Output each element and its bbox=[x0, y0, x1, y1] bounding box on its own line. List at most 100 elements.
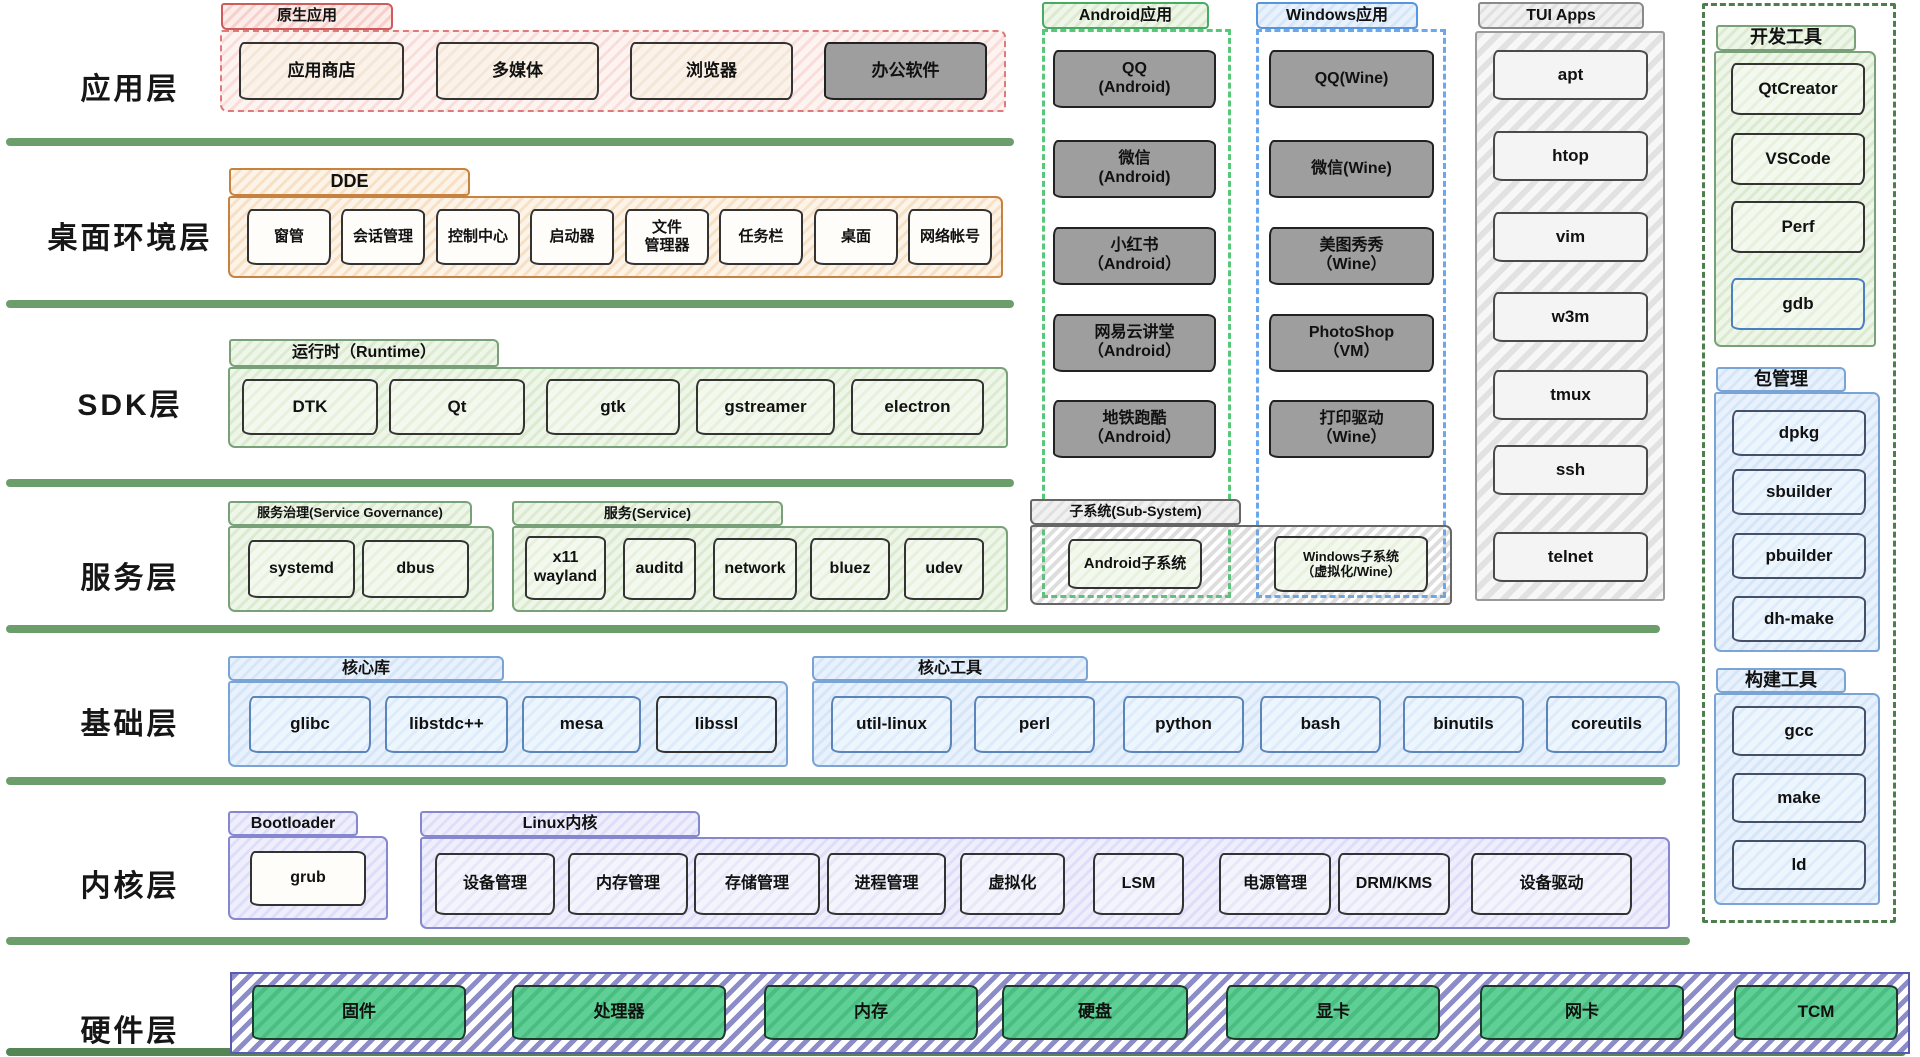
core-tool-item: binutils bbox=[1403, 696, 1524, 753]
hardware-item: 显卡 bbox=[1226, 985, 1440, 1040]
dde-item: 启动器 bbox=[530, 209, 614, 265]
runtime-item: gtk bbox=[546, 379, 680, 435]
layer-separator bbox=[6, 300, 1014, 308]
android-app-item: 地铁跑酷 （Android） bbox=[1053, 400, 1216, 458]
service-item: x11 wayland bbox=[525, 536, 606, 600]
hardware-item: 处理器 bbox=[512, 985, 726, 1040]
core-lib-item: libssl bbox=[656, 696, 777, 753]
kernel-item: 存储管理 bbox=[694, 853, 820, 915]
layer-separator bbox=[6, 625, 1660, 633]
core-tool-item: perl bbox=[974, 696, 1095, 753]
pkg-mgmt-item: dpkg bbox=[1732, 410, 1866, 456]
kernel-item: LSM bbox=[1093, 853, 1184, 915]
layer-separator bbox=[6, 937, 1690, 945]
tui-app-item: ssh bbox=[1493, 445, 1648, 495]
bootloader-item: grub bbox=[250, 851, 366, 906]
dev-tool-item: gdb bbox=[1731, 278, 1865, 330]
core-tools-title: 核心工具 bbox=[812, 656, 1088, 681]
core-tool-item: coreutils bbox=[1546, 696, 1667, 753]
kernel-item: DRM/KMS bbox=[1338, 853, 1450, 915]
layer-separator bbox=[6, 138, 1014, 146]
core-lib-item: glibc bbox=[249, 696, 371, 753]
bootloader-title: Bootloader bbox=[228, 811, 358, 836]
core-tools-group bbox=[812, 681, 1680, 767]
native-app-item: 办公软件 bbox=[824, 42, 987, 100]
dde-item: 桌面 bbox=[814, 209, 898, 265]
tui-app-item: htop bbox=[1493, 131, 1648, 181]
core-tool-item: util-linux bbox=[831, 696, 952, 753]
android-app-item: 网易云讲堂 （Android） bbox=[1053, 314, 1216, 372]
native-app-item: 浏览器 bbox=[630, 42, 793, 100]
build-tool-item: ld bbox=[1732, 840, 1866, 890]
service-item: network bbox=[713, 538, 797, 600]
service-governance-item: systemd bbox=[248, 540, 355, 598]
layer-separator bbox=[6, 479, 1014, 487]
dev-tool-item: QtCreator bbox=[1731, 63, 1865, 115]
tui-app-item: telnet bbox=[1493, 532, 1648, 582]
dde-item: 任务栏 bbox=[719, 209, 803, 265]
hardware-item: TCM bbox=[1734, 985, 1898, 1040]
tui-app-item: vim bbox=[1493, 212, 1648, 262]
core-tool-item: python bbox=[1123, 696, 1244, 753]
windows-apps-column bbox=[1256, 29, 1446, 598]
build-tools-title: 构建工具 bbox=[1716, 668, 1846, 693]
dde-title: DDE bbox=[229, 168, 470, 196]
subsystem-title: 子系统(Sub-System) bbox=[1030, 499, 1241, 525]
dev-tool-item: VSCode bbox=[1731, 133, 1865, 185]
runtime-item: gstreamer bbox=[696, 379, 835, 435]
tui-app-item: w3m bbox=[1493, 292, 1648, 342]
android-app-item: 微信 (Android) bbox=[1053, 140, 1216, 198]
dde-item: 文件 管理器 bbox=[625, 209, 709, 265]
service-item: bluez bbox=[810, 538, 890, 600]
layer-label-kernel: 内核层 bbox=[80, 870, 180, 903]
android-app-item: 小红书 （Android） bbox=[1053, 227, 1216, 285]
build-tool-item: gcc bbox=[1732, 706, 1866, 756]
dde-item: 窗管 bbox=[247, 209, 331, 265]
dde-item: 控制中心 bbox=[436, 209, 520, 265]
hardware-item: 硬盘 bbox=[1002, 985, 1188, 1040]
windows-app-item: 打印驱动 （Wine） bbox=[1269, 400, 1434, 458]
pkg-mgmt-item: dh-make bbox=[1732, 596, 1866, 642]
windows-app-item: QQ(Wine) bbox=[1269, 50, 1434, 108]
dev-tools-title: 开发工具 bbox=[1716, 25, 1856, 51]
build-tool-item: make bbox=[1732, 773, 1866, 823]
subsystem-item: Windows子系统 （虚拟化/Wine） bbox=[1274, 536, 1428, 592]
layer-label-service: 服务层 bbox=[80, 562, 180, 595]
service-item: udev bbox=[904, 538, 984, 600]
android-apps-title: Android应用 bbox=[1042, 2, 1209, 29]
hardware-item: 固件 bbox=[252, 985, 466, 1040]
tui-app-item: tmux bbox=[1493, 370, 1648, 420]
android-app-item: QQ (Android) bbox=[1053, 50, 1216, 108]
layer-label-app: 应用层 bbox=[80, 73, 180, 106]
hardware-item: 网卡 bbox=[1480, 985, 1684, 1040]
service-governance-item: dbus bbox=[362, 540, 469, 598]
pkg-mgmt-title: 包管理 bbox=[1716, 367, 1846, 392]
linux-kernel-title: Linux内核 bbox=[420, 811, 700, 837]
native-apps-title: 原生应用 bbox=[221, 3, 393, 30]
dde-item: 会话管理 bbox=[341, 209, 425, 265]
pkg-mgmt-item: sbuilder bbox=[1732, 469, 1866, 515]
dev-tool-item: Perf bbox=[1731, 201, 1865, 253]
runtime-item: electron bbox=[851, 379, 984, 435]
windows-apps-title: Windows应用 bbox=[1256, 2, 1418, 29]
kernel-item: 设备驱动 bbox=[1471, 853, 1632, 915]
core-tool-item: bash bbox=[1260, 696, 1381, 753]
windows-app-item: 美图秀秀 （Wine） bbox=[1269, 227, 1434, 285]
native-app-item: 应用商店 bbox=[239, 42, 404, 100]
service-item: auditd bbox=[623, 538, 696, 600]
layer-separator bbox=[6, 777, 1666, 785]
pkg-mgmt-item: pbuilder bbox=[1732, 533, 1866, 579]
tui-apps-title: TUI Apps bbox=[1478, 2, 1644, 29]
service-governance-title: 服务治理(Service Governance) bbox=[228, 501, 472, 526]
subsystem-item: Android子系统 bbox=[1068, 539, 1202, 589]
dde-item: 网络帐号 bbox=[908, 209, 992, 265]
runtime-item: DTK bbox=[242, 379, 378, 435]
kernel-item: 内存管理 bbox=[568, 853, 688, 915]
core-lib-item: libstdc++ bbox=[385, 696, 508, 753]
layer-label-sdk: SDK层 bbox=[77, 389, 183, 422]
hardware-item: 内存 bbox=[764, 985, 978, 1040]
runtime-title: 运行时（Runtime） bbox=[229, 339, 499, 367]
runtime-item: Qt bbox=[389, 379, 525, 435]
layer-label-desktop: 桌面环境层 bbox=[47, 222, 213, 255]
